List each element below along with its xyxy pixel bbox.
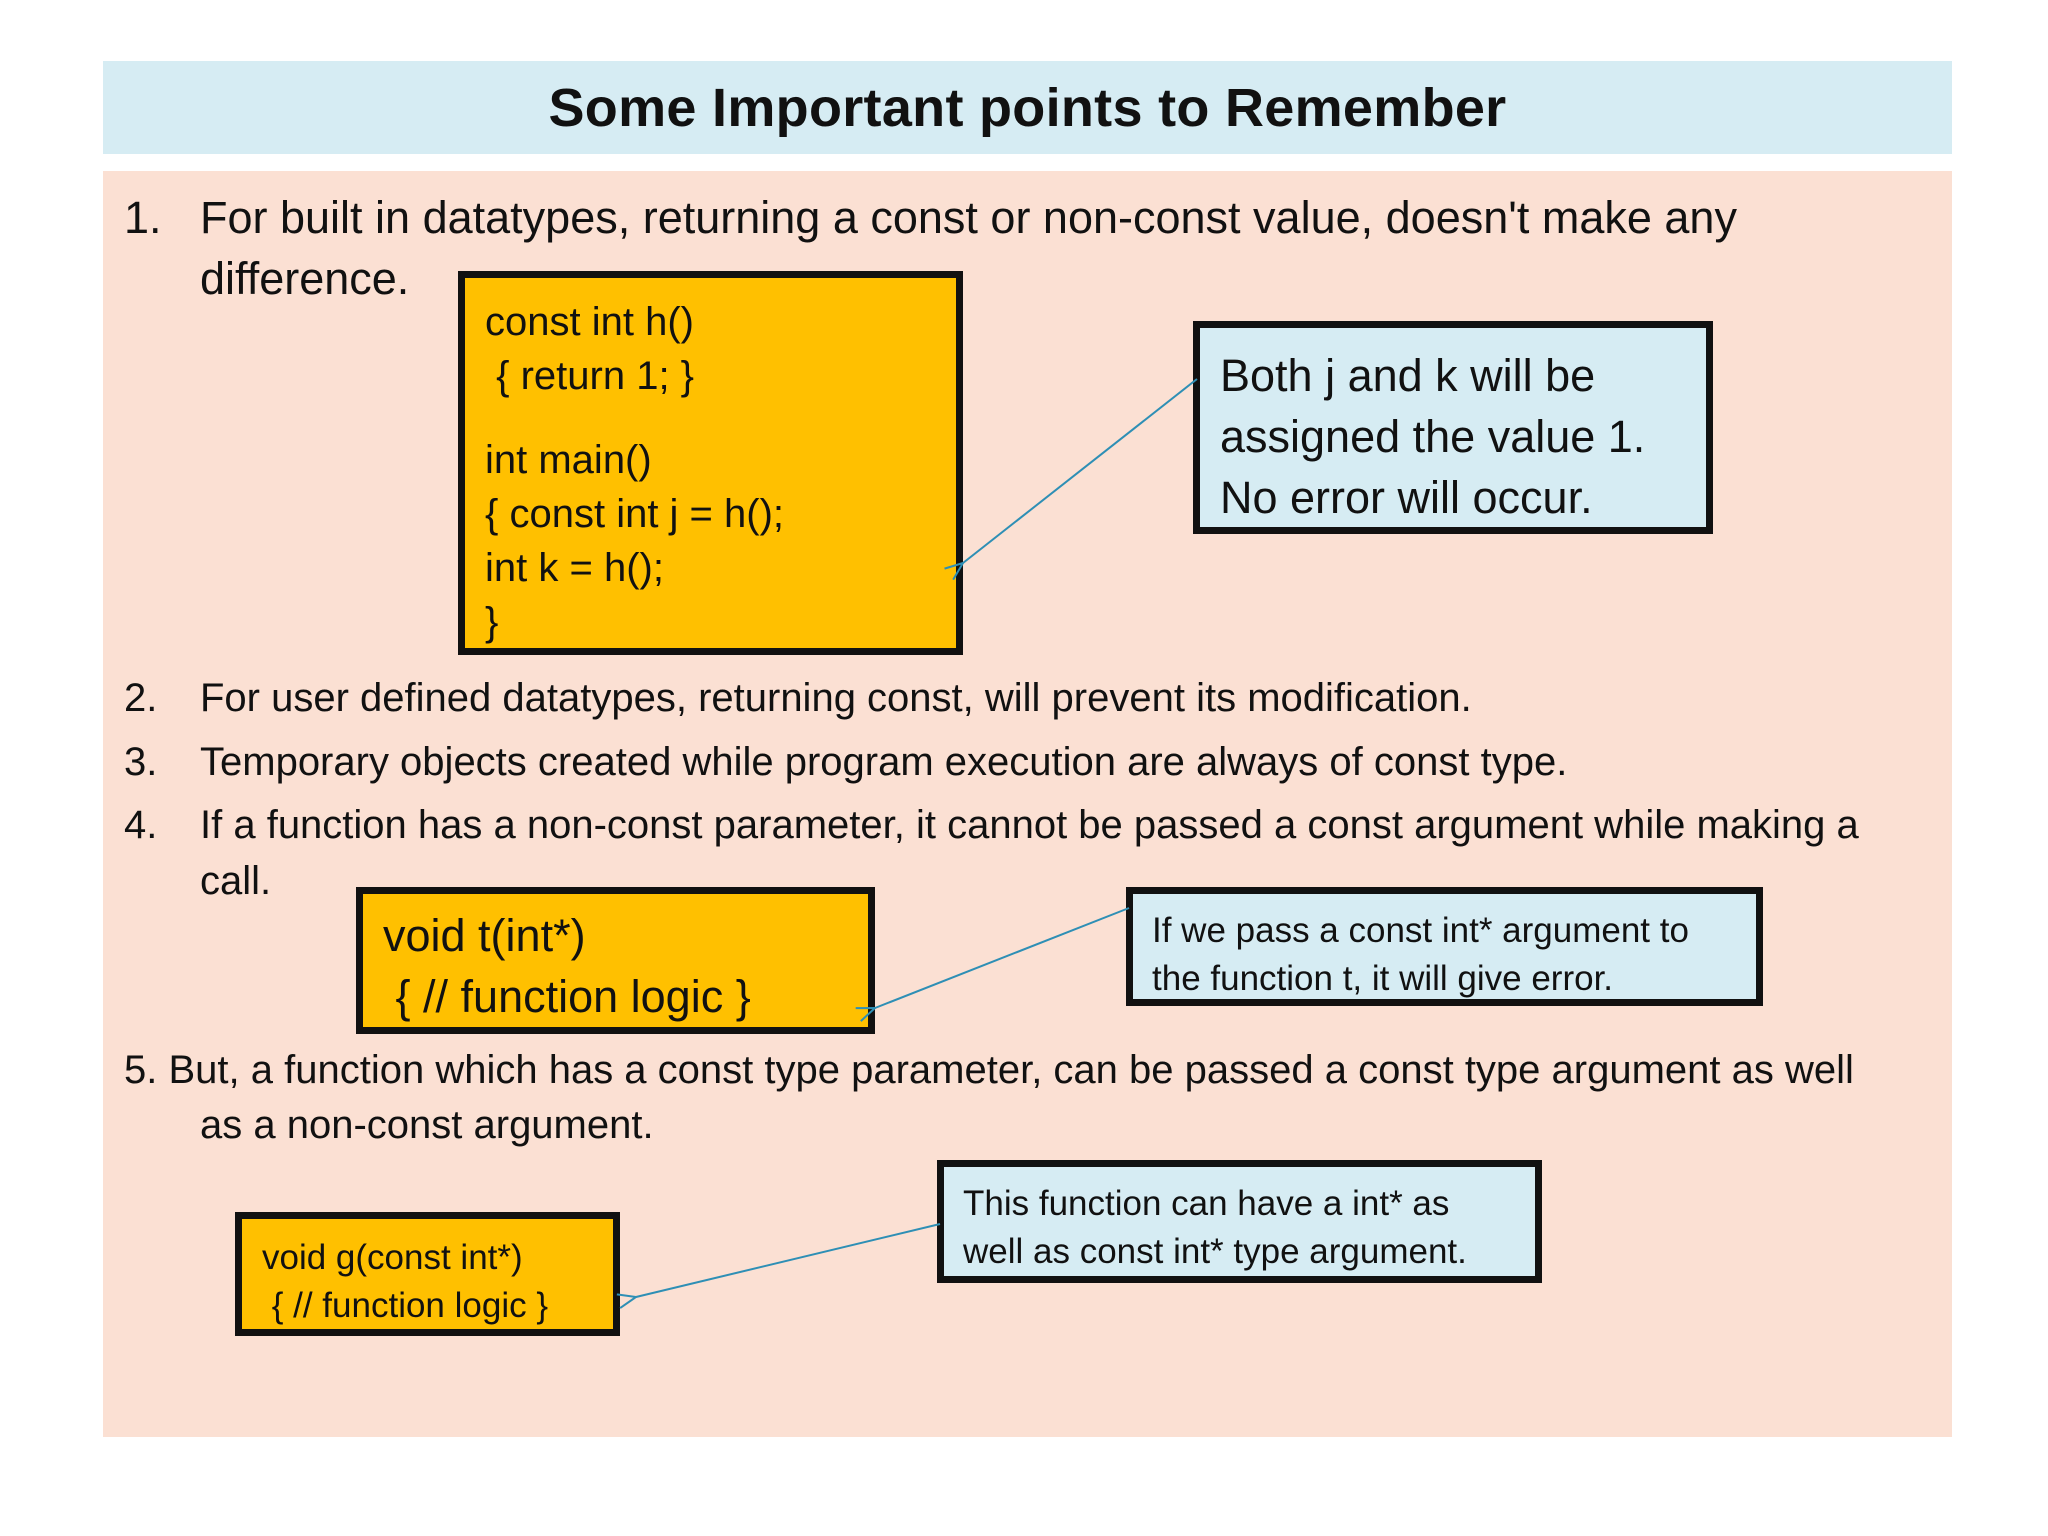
code-line: { return 1; } bbox=[485, 354, 695, 398]
slide-title: Some Important points to Remember bbox=[548, 77, 1507, 138]
point-text: 5. But, a function which has a const typ… bbox=[124, 1042, 1854, 1098]
note-line: the function t, it will give error. bbox=[1152, 959, 1614, 998]
note-line: Both j and k will be bbox=[1220, 350, 1596, 401]
note-line: well as const int* type argument. bbox=[963, 1232, 1467, 1271]
title-bar: Some Important points to Remember bbox=[103, 61, 1952, 154]
code-box-h-main: const int h() { return 1; } int main() {… bbox=[458, 271, 963, 655]
code-line: int main() bbox=[485, 438, 652, 482]
code-line: void g(const int*) bbox=[262, 1238, 523, 1277]
point-text: as a non-const argument. bbox=[200, 1103, 654, 1147]
note-line: No error will occur. bbox=[1220, 472, 1593, 523]
code-line: const int h() bbox=[485, 300, 694, 344]
note-line: assigned the value 1. bbox=[1220, 411, 1646, 462]
point-text-line: But, a function which has a const type p… bbox=[168, 1048, 1854, 1092]
code-line: { const int j = h(); bbox=[485, 492, 785, 536]
code-line: void t(int*) bbox=[383, 910, 586, 961]
code-box-void-g: void g(const int*) { // function logic } bbox=[235, 1212, 620, 1336]
note-box-const-error: If we pass a const int* argument to the … bbox=[1126, 887, 1763, 1006]
point-number: 1. bbox=[124, 192, 162, 243]
code-box-void-t: void t(int*) { // function logic } bbox=[356, 887, 875, 1034]
code-line: int k = h(); bbox=[485, 546, 664, 590]
arrow-2 bbox=[875, 907, 1130, 1008]
point-number: 2. bbox=[124, 676, 158, 720]
code-line: { // function logic } bbox=[262, 1286, 549, 1325]
point-text: For user defined datatypes, returning co… bbox=[200, 676, 1472, 720]
point-text: call. bbox=[200, 859, 272, 903]
point-number: 5. bbox=[124, 1048, 158, 1092]
point-number: 4. bbox=[124, 803, 158, 847]
note-box-j-k: Both j and k will be assigned the value … bbox=[1193, 321, 1713, 534]
code-line: { // function logic } bbox=[383, 971, 751, 1022]
arrow-1 bbox=[963, 378, 1198, 563]
point-text: difference. bbox=[200, 253, 410, 304]
note-box-int-const-int: This function can have a int* as well as… bbox=[937, 1160, 1542, 1283]
point-number: 3. bbox=[124, 740, 158, 784]
code-line: } bbox=[485, 600, 499, 644]
point-text: For built in datatypes, returning a cons… bbox=[200, 192, 1737, 243]
note-line: This function can have a int* as bbox=[963, 1184, 1450, 1223]
note-line: If we pass a const int* argument to bbox=[1152, 911, 1689, 950]
point-text: If a function has a non-const parameter,… bbox=[200, 803, 1859, 847]
arrow-3 bbox=[636, 1223, 941, 1297]
point-text: Temporary objects created while program … bbox=[200, 740, 1568, 784]
